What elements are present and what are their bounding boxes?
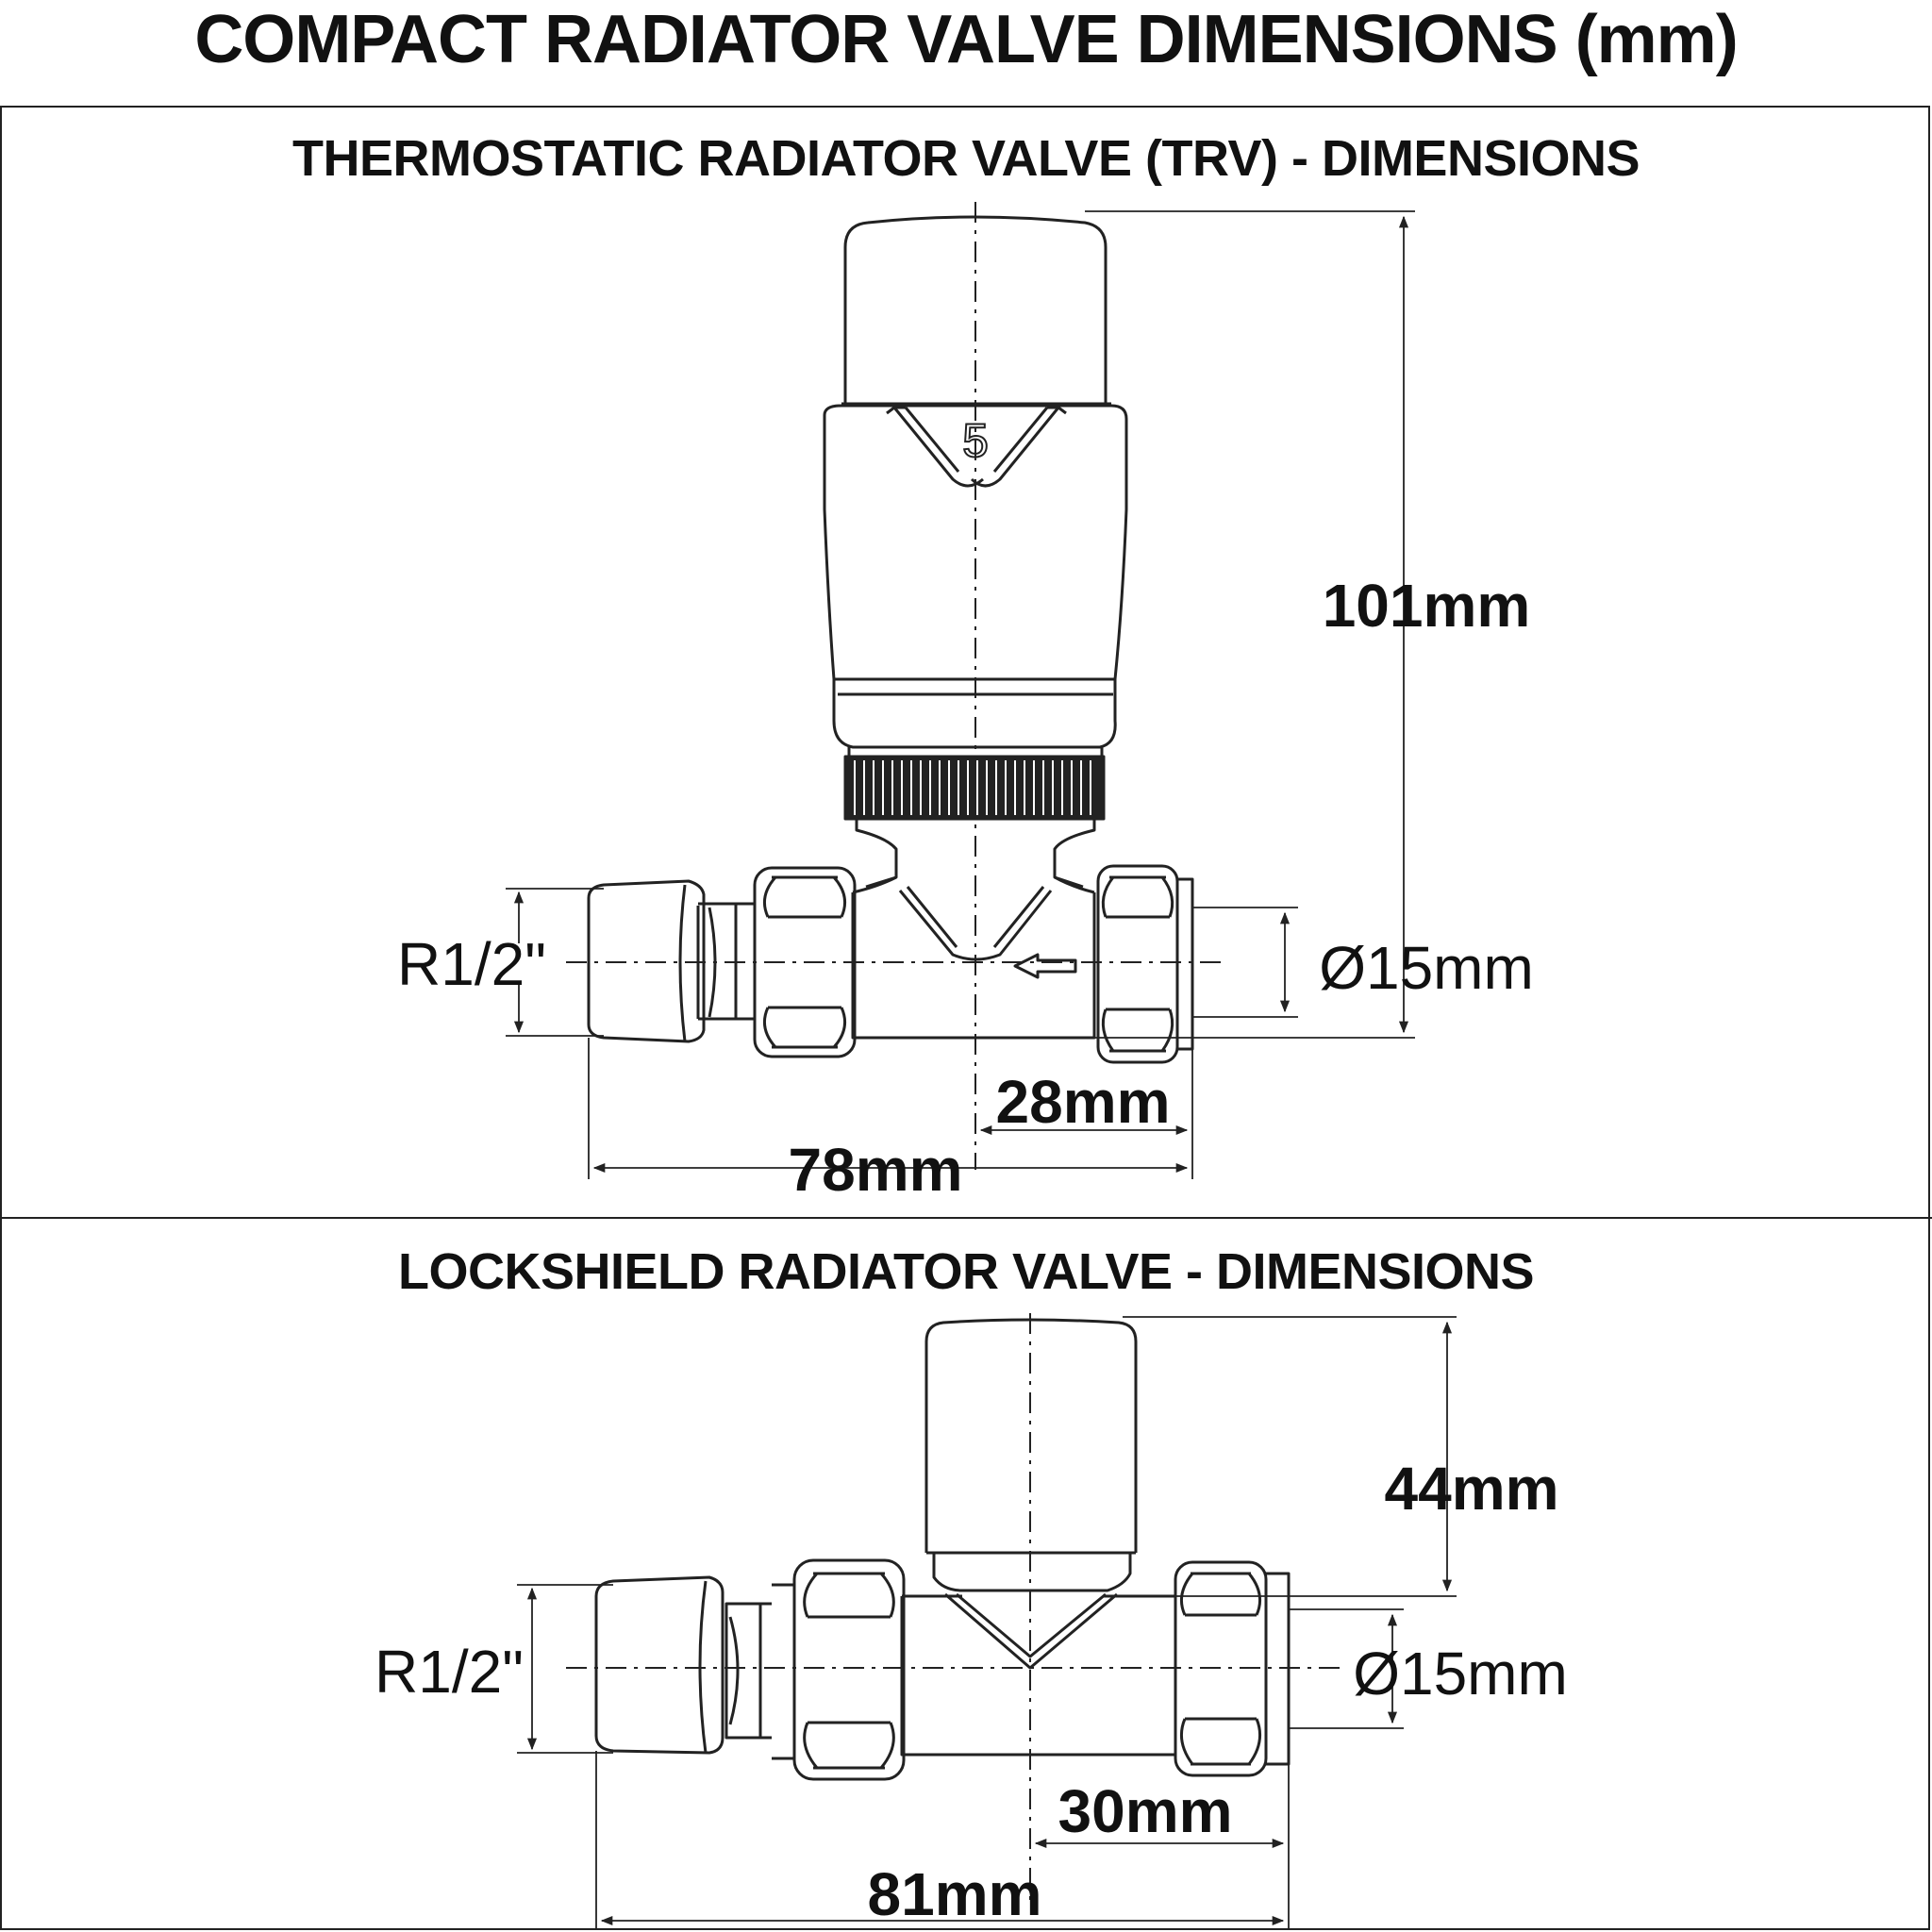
- trv-thread-label: R1/2": [397, 930, 546, 998]
- trv-section-title: THERMOSTATIC RADIATOR VALVE (TRV) - DIME…: [292, 130, 1641, 187]
- trv-width-label: 78mm: [789, 1136, 963, 1204]
- lockshield-height-label: 44mm: [1385, 1455, 1559, 1523]
- lockshield-width-label: 81mm: [868, 1860, 1042, 1928]
- lockshield-dimension-labels: 44mm R1/2" Ø15mm 30mm 81mm: [375, 1455, 1568, 1928]
- lockshield-thread-label: R1/2": [375, 1638, 524, 1706]
- trv-half-width-label: 28mm: [996, 1068, 1171, 1136]
- lockshield-centerlines: [566, 1313, 1340, 1906]
- lockshield-section-title: LOCKSHIELD RADIATOR VALVE - DIMENSIONS: [397, 1243, 1535, 1300]
- lockshield-half-width-label: 30mm: [1058, 1777, 1233, 1845]
- trv-dimension-lines: [506, 210, 1415, 1179]
- trv-pipe-label: Ø15mm: [1319, 934, 1534, 1002]
- section-divider: [0, 1217, 1932, 1219]
- lockshield-pipe-label: Ø15mm: [1353, 1640, 1568, 1707]
- trv-height-label: 101mm: [1323, 572, 1531, 640]
- trv-dimension-labels: 101mm R1/2" Ø15mm 28mm 78mm: [397, 572, 1534, 1204]
- trv-centerlines: [566, 202, 1226, 1170]
- page-title: COMPACT RADIATOR VALVE DIMENSIONS (mm): [194, 2, 1738, 77]
- lockshield-dimension-lines: [517, 1316, 1457, 1928]
- trv-valve-drawing: [587, 215, 1194, 1064]
- lockshield-valve-drawing: [594, 1318, 1291, 1781]
- diagram-frame: [0, 106, 1930, 1930]
